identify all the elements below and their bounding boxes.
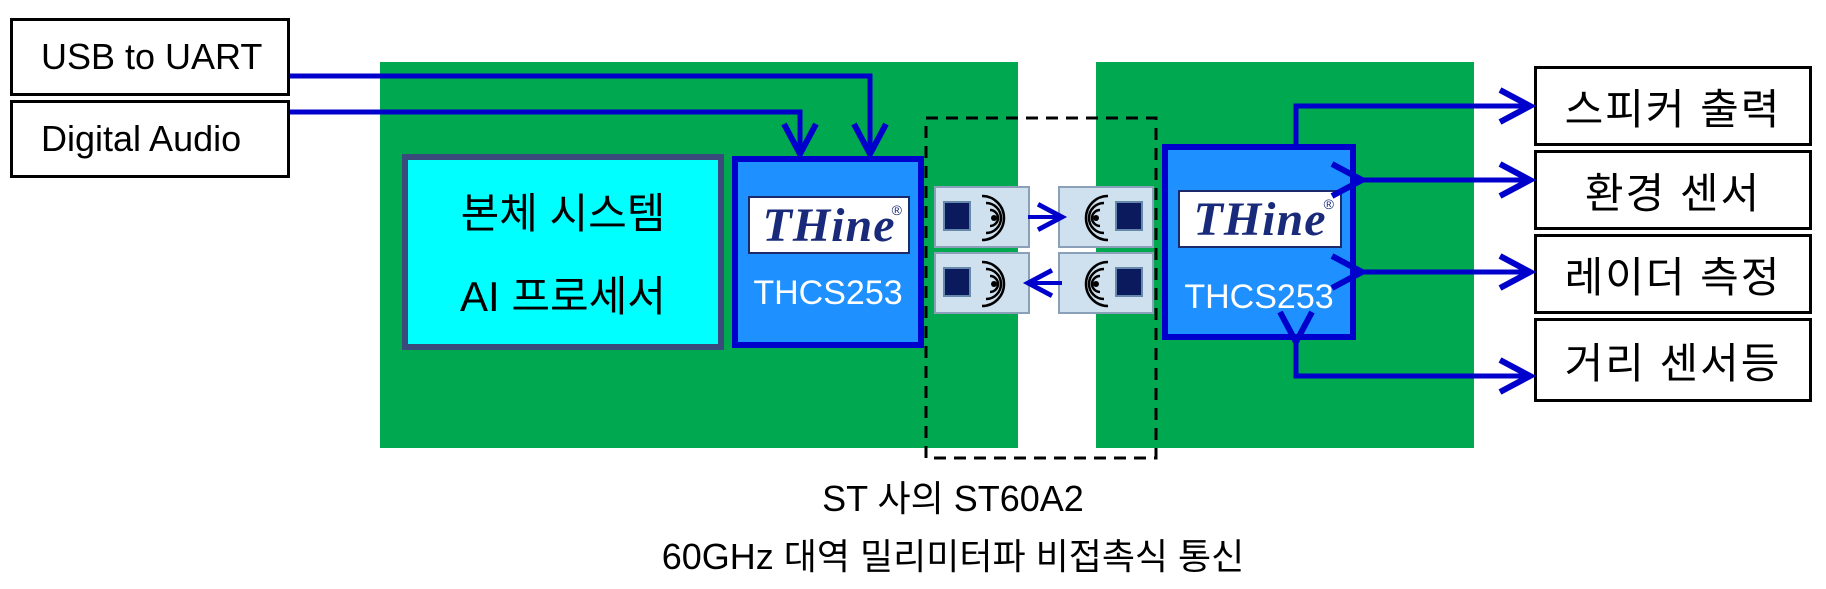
st-module-right-top-graphic [1084, 194, 1143, 242]
speaker-output-connector [1293, 87, 1537, 144]
rf-link-region [924, 116, 1158, 460]
digital-audio-box: Digital Audio [10, 100, 290, 178]
chip-label-right: THCS253 [1184, 278, 1334, 316]
thine-logo-left: THine ® [748, 196, 910, 254]
right-thcs253-chip: THine ® THCS253 [1162, 144, 1356, 340]
digital-audio-connector [290, 109, 819, 161]
speaker-output-box: 스피커 출력 [1534, 66, 1812, 146]
radar-measurement-box: 레이더 측정 [1534, 234, 1812, 314]
caption-line1: ST 사의 ST60A2 [822, 478, 1084, 519]
chip-label-left: THCS253 [753, 274, 903, 312]
thine-logo-text-left: THine [762, 198, 896, 252]
usb-uart-connector [290, 73, 889, 161]
distance-sensor-connector [1277, 310, 1537, 395]
host-line2: AI 프로세서 [460, 273, 666, 320]
radar-measurement-label: 레이더 측정 [1564, 253, 1782, 301]
distance-sensor-box: 거리 센서등 [1534, 318, 1812, 402]
st-module-right-bottom-graphic [1084, 260, 1143, 308]
thine-logo-right: THine ® [1178, 190, 1342, 248]
distance-sensor-label: 거리 센서등 [1564, 339, 1782, 387]
digital-audio-label: Digital Audio [41, 118, 242, 159]
environment-sensor-label: 환경 센서 [1584, 169, 1762, 217]
usb-uart-box: USB to UART [10, 18, 290, 96]
host-system-box: 본체 시스템 AI 프로세서 [402, 154, 724, 350]
st-module-left-bottom-graphic [943, 260, 1006, 308]
st-module-left-top-graphic [943, 194, 1006, 242]
usb-uart-label: USB to UART [41, 36, 263, 77]
thine-logo-text-right: THine [1193, 192, 1327, 246]
registered-mark-right: ® [1323, 196, 1334, 212]
caption-line2: 60GHz 대역 밀리미터파 비접촉식 통신 [661, 536, 1245, 577]
host-line1: 본체 시스템 [460, 190, 666, 237]
left-thcs253-chip: THine ® THCS253 [732, 156, 924, 348]
speaker-output-label: 스피커 출력 [1564, 85, 1782, 133]
environment-sensor-box: 환경 센서 [1534, 150, 1812, 230]
registered-mark-left: ® [891, 202, 902, 218]
